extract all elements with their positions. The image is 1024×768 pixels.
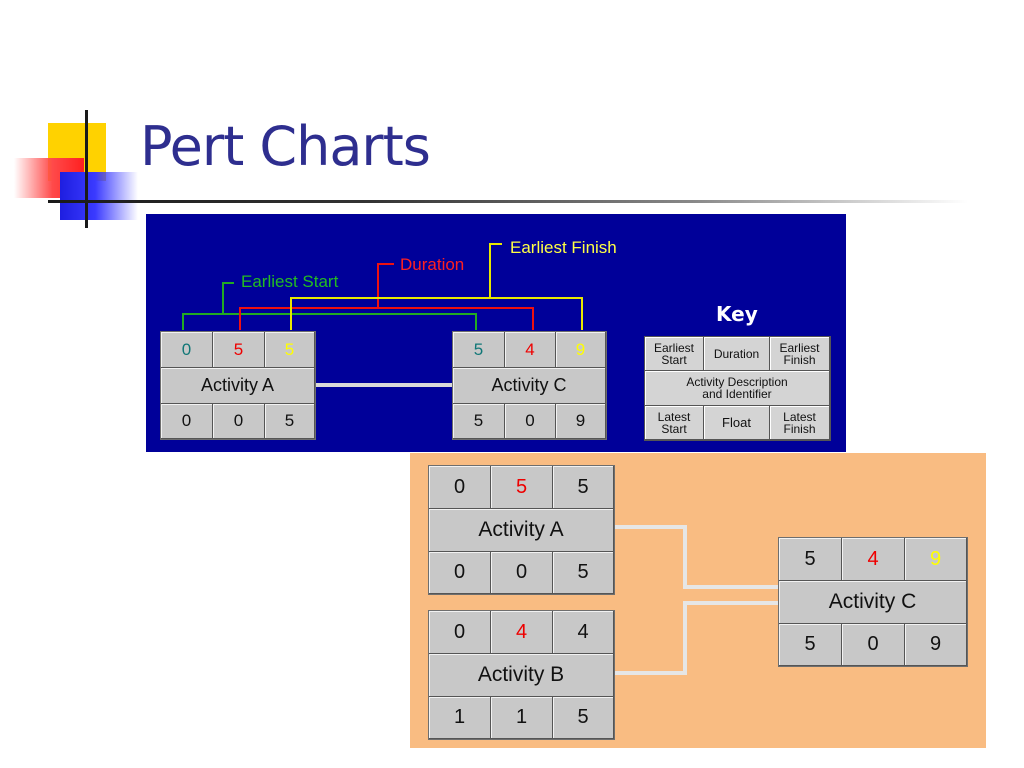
duration-label: Duration (400, 255, 465, 274)
earliest-finish-cell: 9 (556, 332, 606, 368)
activity-name-cell: Activity A (429, 509, 614, 552)
duration-cell: 5 (491, 466, 553, 509)
latest-start-cell: 0 (161, 404, 213, 439)
earliest-finish-cell: 5 (553, 466, 614, 509)
bottom-connector-lines (614, 525, 780, 675)
title-decoration-blue-bar (60, 172, 138, 220)
activity-name-cell: Activity B (429, 654, 614, 697)
key-latest-start: Latest Start (645, 406, 704, 440)
top-bracket-lines (182, 243, 583, 387)
latest-finish-cell: 5 (553, 697, 614, 739)
earliest-start-cell: 5 (779, 538, 842, 581)
slide-title: Pert Charts (140, 115, 431, 178)
latest-start-cell: 5 (453, 404, 505, 439)
bottom-pert-diagram: 0 5 5 Activity A 0 0 5 0 4 4 Activity B … (410, 453, 986, 748)
earliest-start-cell: 0 (429, 466, 491, 509)
duration-cell: 4 (491, 611, 553, 654)
earliest-start-cell: 0 (429, 611, 491, 654)
key-earliest-start: Earliest Start (645, 337, 704, 371)
earliest-start-label: Earliest Start (241, 272, 339, 291)
bottom-node-activity-a: 0 5 5 Activity A 0 0 5 (428, 465, 615, 595)
earliest-finish-cell: 9 (905, 538, 967, 581)
title-underline (48, 200, 968, 203)
top-node-activity-a: 0 5 5 Activity A 0 0 5 (160, 331, 316, 440)
float-cell: 0 (842, 624, 905, 666)
key-earliest-finish: Earliest Finish (770, 337, 830, 371)
top-node-activity-c: 5 4 9 Activity C 5 0 9 (452, 331, 607, 440)
latest-finish-cell: 5 (265, 404, 315, 439)
activity-name-cell: Activity C (453, 368, 606, 404)
latest-finish-cell: 9 (905, 624, 967, 666)
title-decoration-vertical-line (85, 110, 88, 228)
earliest-finish-cell: 4 (553, 611, 614, 654)
float-cell: 0 (491, 552, 553, 594)
latest-finish-cell: 5 (553, 552, 614, 594)
key-title: Key (716, 302, 758, 326)
key-duration: Duration (704, 337, 770, 371)
latest-start-cell: 5 (779, 624, 842, 666)
earliest-finish-cell: 5 (265, 332, 315, 368)
float-cell: 0 (505, 404, 556, 439)
earliest-finish-label: Earliest Finish (510, 238, 617, 257)
duration-cell: 5 (213, 332, 265, 368)
latest-start-cell: 0 (429, 552, 491, 594)
earliest-start-cell: 0 (161, 332, 213, 368)
latest-start-cell: 1 (429, 697, 491, 739)
key-latest-finish: Latest Finish (770, 406, 830, 440)
bottom-node-activity-b: 0 4 4 Activity B 1 1 5 (428, 610, 615, 740)
key-activity-description: Activity Description and Identifier (645, 371, 830, 406)
activity-name-cell: Activity C (779, 581, 967, 624)
key-legend: Earliest Start Duration Earliest Finish … (644, 336, 831, 441)
key-float: Float (704, 406, 770, 440)
float-cell: 0 (213, 404, 265, 439)
duration-cell: 4 (505, 332, 556, 368)
latest-finish-cell: 9 (556, 404, 606, 439)
duration-cell: 4 (842, 538, 905, 581)
earliest-start-cell: 5 (453, 332, 505, 368)
bottom-node-activity-c: 5 4 9 Activity C 5 0 9 (778, 537, 968, 667)
activity-name-cell: Activity A (161, 368, 315, 404)
float-cell: 1 (491, 697, 553, 739)
